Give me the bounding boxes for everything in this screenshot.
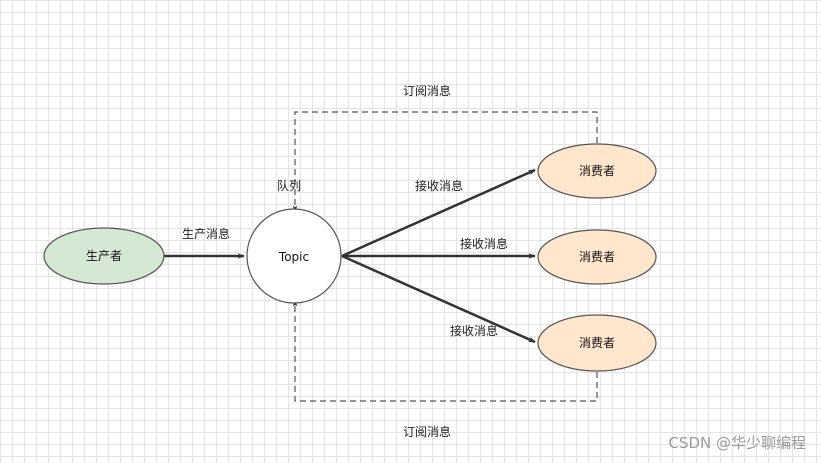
receive-arrow-3 bbox=[341, 254, 536, 344]
subscribe-bottom-path bbox=[292, 300, 598, 402]
consumer-node-3: 消费者 bbox=[537, 314, 657, 372]
producer-label: 生产者 bbox=[86, 249, 122, 263]
subscribe-top-path bbox=[292, 111, 598, 212]
producer-ellipse bbox=[43, 227, 165, 285]
receive-label-2: 接收消息 bbox=[460, 236, 508, 251]
receive-label-1: 接收消息 bbox=[415, 178, 463, 193]
queue-label: 队列 bbox=[277, 178, 301, 193]
producer-node: 生产者 bbox=[43, 227, 165, 285]
topic-circle bbox=[246, 208, 342, 304]
subscribe-bottom-label: 订阅消息 bbox=[403, 424, 451, 439]
topic-node: Topic bbox=[246, 208, 342, 304]
topic-label: Topic bbox=[278, 250, 309, 264]
consumer-label-2: 消费者 bbox=[579, 250, 615, 264]
receive-arrow-1 bbox=[341, 168, 536, 258]
consumer-ellipse-3 bbox=[537, 314, 657, 372]
watermark: CSDN @华少聊编程 bbox=[668, 434, 806, 452]
consumer-label-1: 消费者 bbox=[579, 164, 615, 178]
consumer-ellipse-2 bbox=[537, 229, 657, 285]
receive-label-3: 接收消息 bbox=[450, 323, 498, 338]
consumer-ellipse-1 bbox=[537, 143, 657, 199]
produce-label: 生产消息 bbox=[182, 226, 230, 241]
consumer-node-2: 消费者 bbox=[537, 229, 657, 285]
consumer-label-3: 消费者 bbox=[579, 336, 615, 350]
subscribe-top-label: 订阅消息 bbox=[403, 83, 451, 98]
consumer-node-1: 消费者 bbox=[537, 143, 657, 199]
